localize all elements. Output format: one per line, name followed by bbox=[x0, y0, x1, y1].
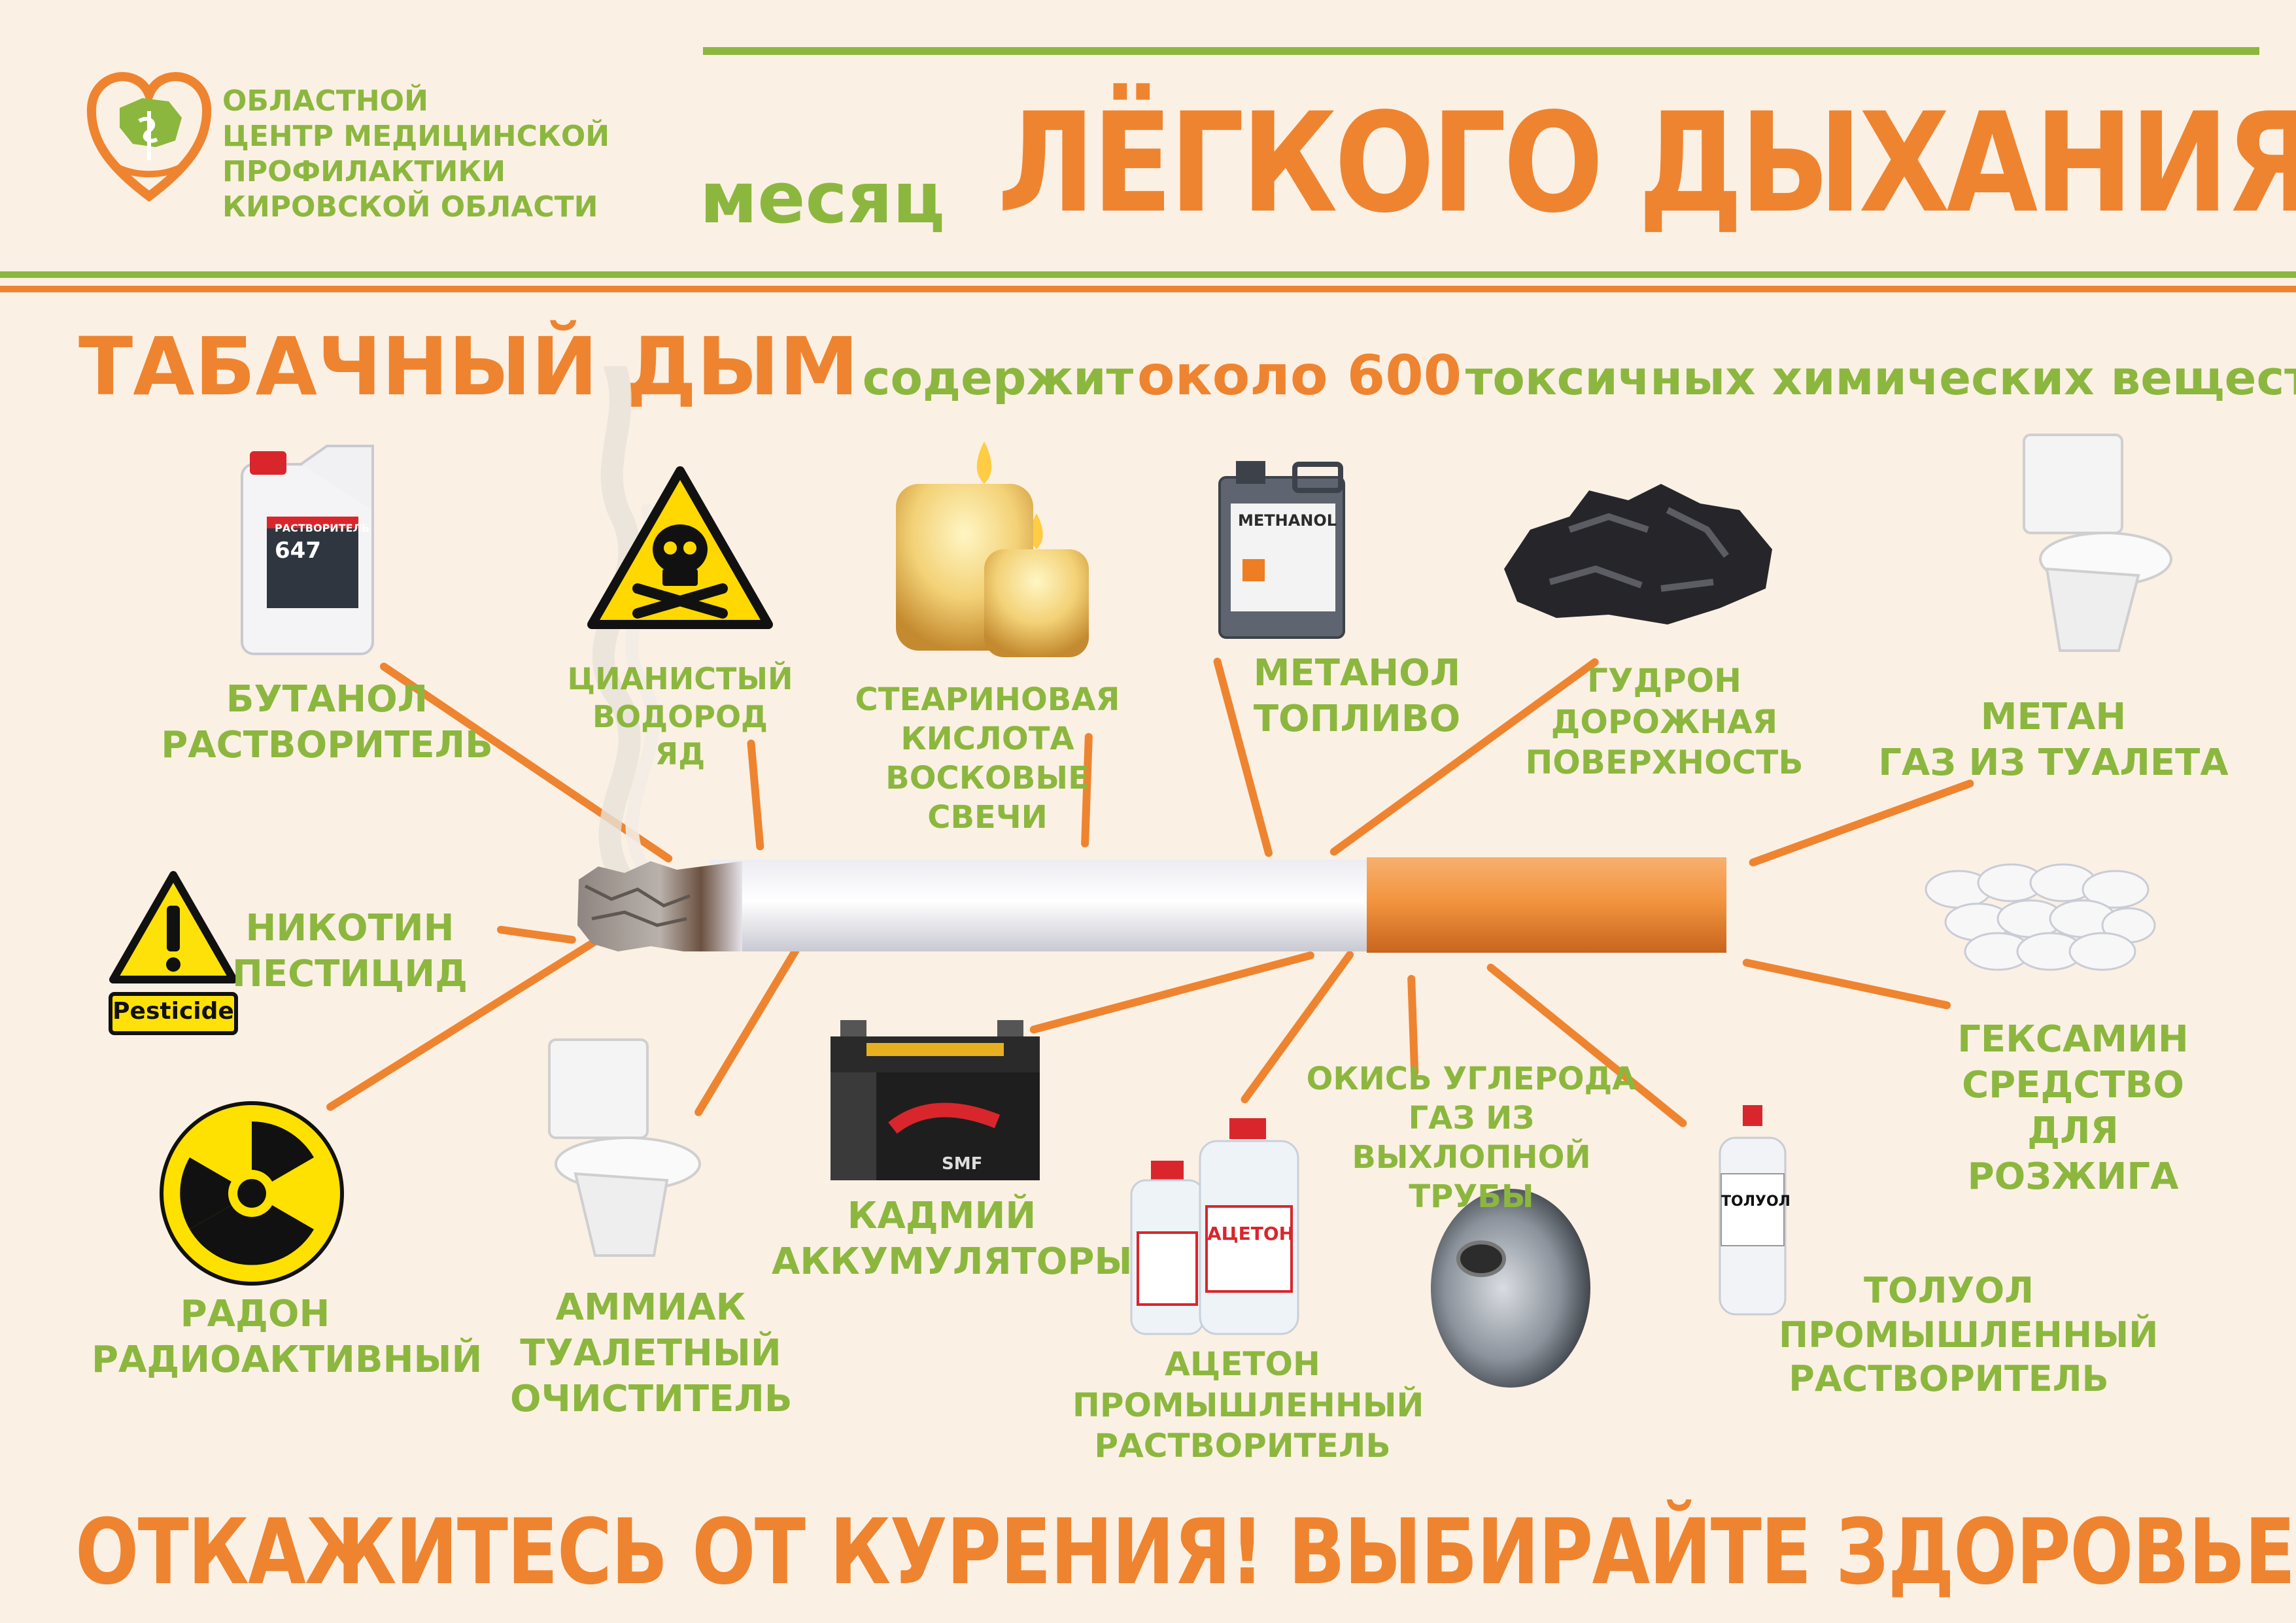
label-line: НИКОТИН bbox=[245, 907, 454, 949]
toxic-warning-icon bbox=[585, 464, 775, 634]
label-line: ГУДРОН bbox=[1587, 662, 1741, 700]
label-line: ТОПЛИВО bbox=[1253, 698, 1461, 740]
label-ammonia: АММИАК ТУАЛЕТНЫЙ ОЧИСТИТЕЛЬ bbox=[510, 1285, 793, 1422]
label-methanol: МЕТАНОЛ ТОПЛИВО bbox=[1242, 651, 1471, 742]
label-line: ПЕСТИЦИД bbox=[232, 953, 468, 995]
cigarette-illustration bbox=[572, 853, 1726, 958]
solvent-canister-image bbox=[216, 438, 386, 660]
car-battery-image bbox=[827, 1010, 1043, 1184]
label-line: ГЕКСАМИН bbox=[1957, 1018, 2189, 1061]
toluene-bottle-image bbox=[1713, 1102, 1792, 1318]
exhaust-pipe-image bbox=[1429, 1187, 1592, 1390]
label-radon: РАДОН РАДИОАКТИВНЫЙ bbox=[92, 1291, 483, 1383]
label-cyanide: ЦИАНИСТЫЙ ВОДОРОД ЯД bbox=[497, 660, 863, 774]
org-logo-icon bbox=[84, 62, 214, 206]
label-methane: МЕТАН ГАЗ ИЗ ТУАЛЕТА bbox=[1870, 694, 2236, 786]
headline-toxic-chemicals: токсичных химических веществ: bbox=[1465, 350, 2296, 405]
page-title: ЛЁГКОГО ДЫХАНИЯ bbox=[997, 83, 2296, 243]
label-nicotine: НИКОТИН ПЕСТИЦИД bbox=[229, 906, 471, 997]
label-line: СТЕАРИНОВАЯ bbox=[855, 681, 1120, 718]
solvent-canister-number: 647 bbox=[275, 538, 321, 564]
label-line: ПОВЕРХНОСТЬ bbox=[1525, 743, 1804, 781]
label-line: РАСТВОРИТЕЛЬ bbox=[1789, 1358, 2109, 1399]
label-stearic: СТЕАРИНОВАЯ КИСЛОТА ВОСКОВЫЕ СВЕЧИ bbox=[850, 680, 1125, 837]
hexamine-tablets-image bbox=[1919, 853, 2158, 978]
label-line: МЕТАН bbox=[1980, 696, 2127, 738]
label-line: РАДОН bbox=[180, 1293, 330, 1335]
label-line: ТРУБЫ bbox=[1409, 1178, 1534, 1215]
label-line: АЦЕТОН bbox=[1165, 1345, 1320, 1383]
label-line: СРЕДСТВО bbox=[1962, 1064, 2184, 1106]
header-top-rule bbox=[703, 47, 2259, 55]
label-butanol: БУТАНОЛ РАСТВОРИТЕЛЬ bbox=[157, 677, 497, 768]
label-line: МЕТАНОЛ bbox=[1253, 652, 1461, 694]
label-line: СВЕЧИ bbox=[927, 799, 1048, 836]
label-cadmium: КАДМИЙ АККУМУЛЯТОРЫ bbox=[772, 1193, 1133, 1285]
org-name-line: ЦЕНТР МЕДИЦИНСКОЙ bbox=[222, 120, 610, 153]
label-line: ВОСКОВЫЕ bbox=[885, 760, 1089, 796]
label-line: ОКИСЬ УГЛЕРОДА bbox=[1306, 1061, 1637, 1097]
label-hexamine: ГЕКСАМИН СРЕДСТВО ДЛЯ РОЗЖИГА bbox=[1916, 1017, 2230, 1200]
header-bottom-rule-orange bbox=[0, 286, 2296, 292]
label-line: ТОЛУОЛ bbox=[1864, 1270, 2034, 1311]
label-line: ОЧИСТИТЕЛЬ bbox=[510, 1378, 793, 1420]
label-toluene: ТОЛУОЛ ПРОМЫШЛЕННЫЙ РАСТВОРИТЕЛЬ bbox=[1779, 1269, 2159, 1401]
methanol-canister-image bbox=[1216, 458, 1347, 641]
battery-label: SMF bbox=[942, 1154, 983, 1174]
footer-slogan: ОТКАЖИТЕСЬ ОТ КУРЕНИЯ! ВЫБИРАЙТЕ ЗДОРОВЬ… bbox=[75, 1499, 2296, 1605]
acetone-bottles-image bbox=[1125, 1115, 1314, 1337]
org-name-line: ОБЛАСТНОЙ bbox=[222, 84, 428, 118]
toilet-image bbox=[536, 1033, 726, 1262]
label-tar: ГУДРОН ДОРОЖНАЯ ПОВЕРХНОСТЬ bbox=[1517, 660, 1811, 783]
headline: ТАБАЧНЫЙ ДЫМ содержит около 600 токсичны… bbox=[78, 327, 2296, 407]
label-line: АММИАК bbox=[555, 1286, 746, 1329]
month-word: месяц bbox=[700, 158, 945, 239]
label-line: РАСТВОРИТЕЛЬ bbox=[1094, 1427, 1391, 1465]
label-line: РАДИОАКТИВНЫЙ bbox=[92, 1339, 483, 1381]
label-line: КИСЛОТА bbox=[900, 721, 1074, 757]
radioactive-icon bbox=[157, 1099, 347, 1288]
label-line: ЯД bbox=[655, 736, 706, 772]
headline-tobacco-smoke: ТАБАЧНЫЙ ДЫМ bbox=[78, 320, 859, 413]
label-line: ПРОМЫШЛЕННЫЙ bbox=[1072, 1386, 1424, 1424]
label-line: КАДМИЙ bbox=[847, 1195, 1037, 1237]
header-bottom-rule-green bbox=[0, 271, 2296, 278]
label-line: ДЛЯ РОЗЖИГА bbox=[1967, 1110, 2179, 1198]
pesticide-sign-label: Pesticide bbox=[112, 998, 234, 1025]
org-name-line: КИРОВСКОЙ ОБЛАСТИ bbox=[222, 190, 598, 224]
label-line: БУТАНОЛ bbox=[226, 678, 428, 721]
label-line: ТУАЛЕТНЫЙ bbox=[520, 1332, 781, 1375]
label-line: РАСТВОРИТЕЛЬ bbox=[161, 724, 493, 766]
candles-image bbox=[886, 435, 1095, 660]
headline-contains: содержит bbox=[862, 350, 1134, 405]
connector-line-nicotine bbox=[496, 925, 577, 944]
label-line: ПРОМЫШЛЕННЫЙ bbox=[1779, 1314, 2159, 1356]
toilet-image bbox=[1988, 428, 2178, 657]
label-line: ГАЗ ИЗ ТУАЛЕТА bbox=[1878, 742, 2229, 784]
headline-about-600: около 600 bbox=[1137, 343, 1462, 407]
connector-line-cadmium bbox=[1029, 950, 1316, 1034]
label-line: ДОРОЖНАЯ bbox=[1551, 702, 1778, 741]
toluene-bottle-label: ТОЛУОЛ bbox=[1721, 1193, 1791, 1210]
label-line: ГАЗ ИЗ ВЫХЛОПНОЙ bbox=[1352, 1100, 1591, 1176]
label-line: АККУМУЛЯТОРЫ bbox=[772, 1240, 1133, 1283]
methanol-can-label: METHANOL bbox=[1238, 511, 1337, 530]
acetone-bottle-label: АЦЕТОН bbox=[1207, 1223, 1295, 1244]
pesticide-warning-icon bbox=[108, 870, 239, 1036]
org-name-line: ПРОФИЛАКТИКИ bbox=[222, 155, 506, 188]
org-name: ОБЛАСТНОЙ ЦЕНТР МЕДИЦИНСКОЙ ПРОФИЛАКТИКИ… bbox=[222, 84, 609, 225]
label-acetone: АЦЕТОН ПРОМЫШЛЕННЫЙ РАСТВОРИТЕЛЬ bbox=[1072, 1344, 1424, 1467]
label-co: ОКИСЬ УГЛЕРОДА ГАЗ ИЗ ВЫХЛОПНОЙ ТРУБЫ bbox=[1301, 1059, 1641, 1216]
label-line: ЦИАНИСТЫЙ ВОДОРОД bbox=[567, 661, 793, 734]
tar-rock-image bbox=[1491, 471, 1785, 634]
solvent-canister-label: РАСТВОРИТЕЛЬ bbox=[275, 522, 370, 534]
